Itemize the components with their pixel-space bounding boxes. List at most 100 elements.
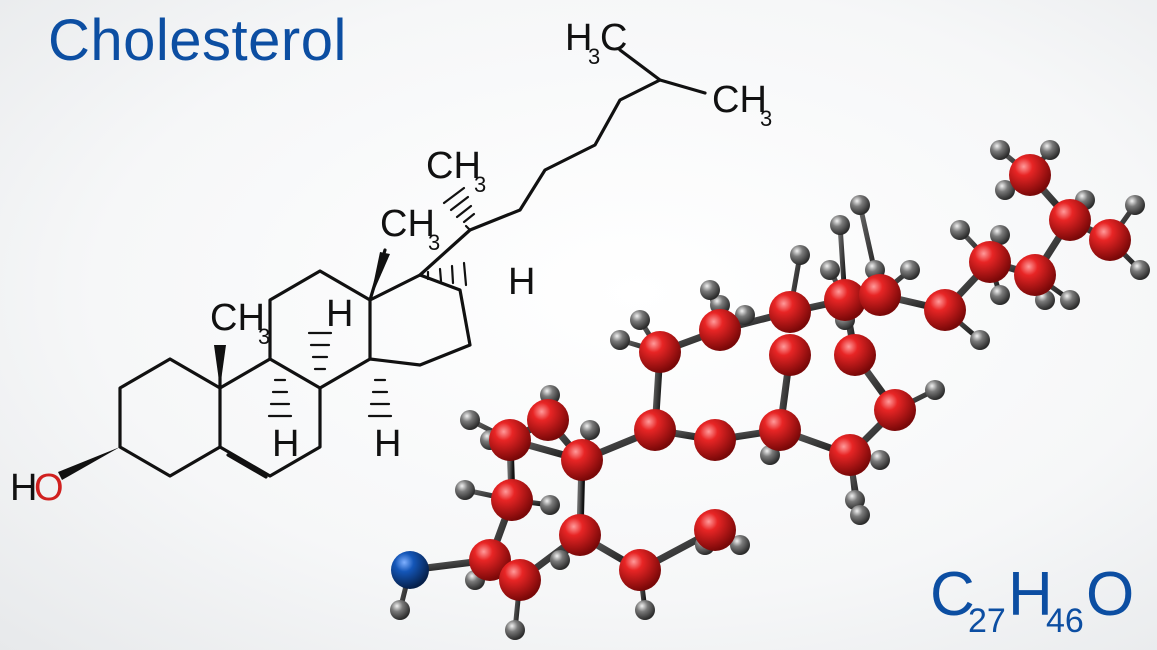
ch3-sub-c20: 3 — [474, 172, 486, 197]
oxygen-atom — [391, 551, 429, 589]
hydrogen-atom — [870, 450, 890, 470]
wedge-bond-ho — [58, 447, 120, 480]
hash-bond-c8-h — [307, 331, 333, 371]
hydrogen-atom — [1040, 140, 1060, 160]
h3c-sub: 3 — [588, 44, 600, 69]
hydrogen-atom — [925, 380, 945, 400]
carbon-atom — [924, 289, 966, 331]
hydrogen-atom — [460, 410, 480, 430]
oh-label-o: O — [34, 467, 64, 509]
hash-bond-c14-h — [367, 378, 393, 418]
carbon-atom — [699, 309, 741, 351]
carbon-atom — [874, 389, 916, 431]
skeletal-formula — [118, 48, 707, 479]
carbon-atom — [834, 334, 876, 376]
hydrogen-atom — [1060, 290, 1080, 310]
h-label-c17: H — [508, 261, 535, 303]
carbon-atom — [769, 334, 811, 376]
formula-h: H — [1008, 560, 1053, 629]
carbon-atom — [1089, 219, 1131, 261]
hydrogen-atom — [850, 195, 870, 215]
carbon-atom — [969, 241, 1011, 283]
carbon-atom — [499, 559, 541, 601]
hydrogen-atom — [820, 260, 840, 280]
hydrogen-atom — [635, 600, 655, 620]
isopropyl-bond — [658, 78, 707, 95]
wedge-bond-c13-ch3 — [370, 252, 390, 300]
carbon-atom — [769, 291, 811, 333]
carbon-atom — [829, 434, 871, 476]
hydrogen-atom — [1130, 260, 1150, 280]
h-label-c14: H — [374, 423, 401, 465]
side-chain — [418, 48, 662, 277]
hydrogen-atom — [990, 285, 1010, 305]
hash-bond-c9-h — [267, 378, 293, 418]
formula-c-sub: 27 — [968, 602, 1006, 640]
ch3-label-c25: CH — [712, 79, 767, 121]
carbon-atom — [694, 419, 736, 461]
ring-a — [118, 357, 222, 478]
formula-o: O — [1086, 560, 1134, 629]
ch3-sub-c10: 3 — [258, 324, 270, 349]
hydrogen-atom — [455, 480, 475, 500]
ring-b — [218, 357, 322, 478]
hydrogen-atom — [390, 600, 410, 620]
carbon-atom — [527, 399, 569, 441]
carbon-atom — [694, 509, 736, 551]
carbon-atom — [559, 514, 601, 556]
page-title: Cholesterol — [48, 8, 347, 73]
hydrogen-atom — [970, 330, 990, 350]
hydrogen-atom — [630, 310, 650, 330]
formula-c: C — [930, 560, 975, 629]
h-label-c8: H — [326, 293, 353, 335]
carbon-atom — [1009, 154, 1051, 196]
carbon-atom — [634, 409, 676, 451]
formula-h-sub: 46 — [1046, 602, 1084, 640]
oh-label-h: H — [10, 467, 37, 509]
ch3-sub-c25: 3 — [760, 106, 772, 131]
carbon-atom — [639, 331, 681, 373]
hydrogen-atom — [950, 220, 970, 240]
ring-d — [368, 273, 472, 367]
carbon-atom — [859, 274, 901, 316]
ch3-label-c10: CH — [210, 297, 265, 339]
skeletal-labels: H O CH 3 CH 3 CH 3 CH 3 H 3 C H H H H — [10, 17, 772, 509]
hash-bond-c20 — [442, 186, 476, 232]
wedge-bond-c10-ch3 — [214, 345, 226, 388]
carbon-atom — [561, 439, 603, 481]
carbon-atom — [489, 419, 531, 461]
hydrogen-atom — [900, 260, 920, 280]
carbon-atom — [759, 409, 801, 451]
hydrogen-atom — [580, 420, 600, 440]
ch3-label-c20: CH — [426, 145, 481, 187]
molecular-formula: C 27 H 46 O — [930, 560, 1134, 640]
carbon-atom — [469, 539, 511, 581]
ch3-sub-c13: 3 — [428, 230, 440, 255]
hydrogen-atom — [735, 305, 755, 325]
hydrogen-atom — [610, 330, 630, 350]
double-bond — [226, 453, 268, 479]
ball-and-stick-model — [390, 140, 1150, 640]
hydrogen-atom — [540, 495, 560, 515]
hydrogen-atom — [700, 280, 720, 300]
hydrogen-atom — [730, 535, 750, 555]
hash-bond-c17-h — [426, 261, 468, 287]
carbon-atom — [1049, 199, 1091, 241]
ch3-label-c13: CH — [380, 203, 435, 245]
hydrogen-atom — [830, 215, 850, 235]
hydrogen-atom — [1125, 195, 1145, 215]
carbon-atom — [619, 549, 661, 591]
hydrogen-atom — [850, 505, 870, 525]
carbon-atom — [824, 279, 866, 321]
hydrogen-atom — [550, 550, 570, 570]
hydrogen-atom — [990, 140, 1010, 160]
hydrogen-atom — [995, 180, 1015, 200]
h3c-label-c: C — [600, 17, 627, 59]
carbon-atom — [1014, 254, 1056, 296]
h-label-c9: H — [272, 423, 299, 465]
hydrogen-atom — [990, 225, 1010, 245]
ring-c — [268, 269, 372, 390]
h3c-label-h: H — [565, 17, 592, 59]
hydrogen-atom — [790, 245, 810, 265]
